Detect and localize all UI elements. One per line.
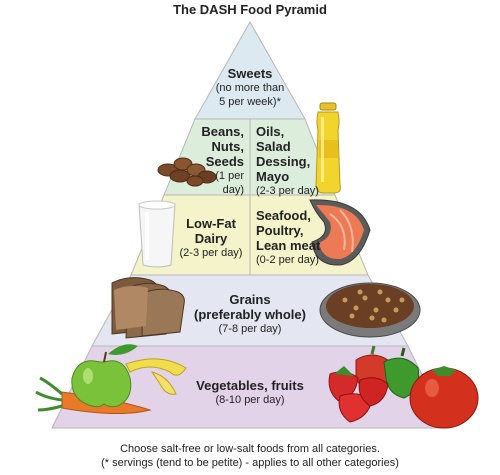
beans-name-1: Beans,: [201, 124, 244, 139]
label-grains: Grains (preferably whole) (7-8 per day): [185, 292, 315, 336]
bread-icon: [111, 277, 185, 339]
sweets-detail-1: (no more than: [215, 82, 285, 94]
beans-bowl-icon: [319, 282, 421, 338]
label-oils: Oils, Salad Dessing, Mayo (2-3 per day): [256, 124, 322, 198]
label-vegetables: Vegetables, fruits (8-10 per day): [180, 378, 320, 407]
beans-detail-1: (1 per: [215, 170, 244, 182]
label-beans: Beans, Nuts, Seeds (1 per day): [196, 124, 244, 197]
tomato-icon: [409, 366, 479, 429]
sweets-name: Sweets: [227, 66, 273, 81]
oils-name-2: Salad: [256, 139, 291, 154]
grains-name-2: (preferably whole): [194, 307, 306, 322]
vegetables-name: Vegetables, fruits: [196, 378, 304, 393]
oil-bottle-icon: [315, 102, 341, 194]
vegetables-detail: (8-10 per day): [215, 394, 285, 406]
nuts-icon: [157, 157, 217, 187]
footer-line-1: Choose salt-free or low-salt foods from …: [120, 443, 380, 455]
label-dairy: Low-Fat Dairy (2-3 per day): [176, 216, 246, 260]
seafood-detail: (0-2 per day): [256, 254, 319, 266]
dairy-name-2: Dairy: [194, 231, 228, 246]
diagram-title: The DASH Food Pyramid: [173, 2, 327, 17]
sweets-detail-2: 5 per week)*: [219, 96, 281, 108]
beans-detail-2: day): [222, 184, 244, 196]
oils-name-1: Oils,: [256, 124, 285, 139]
beans-name-2: Nuts,: [211, 139, 245, 154]
seafood-name-1: Seafood,: [256, 208, 311, 223]
strawberry-icon: [328, 366, 389, 423]
oils-name-4: Mayo: [256, 169, 290, 184]
footer-note: Choose salt-free or low-salt foods from …: [0, 442, 500, 470]
milk-glass-icon: [138, 200, 176, 268]
apple-icon: [71, 344, 138, 408]
oils-name-3: Dessing,: [256, 154, 311, 169]
label-sweets: Sweets (no more than 5 per week)*: [195, 66, 305, 109]
footer-line-2: (* servings (tend to be petite) - applie…: [101, 457, 399, 469]
banana-icon: [125, 358, 187, 395]
oils-detail: (2-3 per day): [256, 185, 319, 197]
label-seafood: Seafood, Poultry, Lean meat (0-2 per day…: [256, 208, 326, 267]
dairy-name-1: Low-Fat: [186, 216, 236, 231]
salmon-steak-icon: [309, 199, 371, 266]
beans-name-3: Seeds: [205, 154, 244, 169]
seafood-name-2: Poultry,: [256, 223, 304, 238]
seafood-name-3: Lean meat: [256, 238, 321, 253]
grains-detail: (7-8 per day): [218, 323, 282, 335]
grains-name-1: Grains: [229, 292, 271, 307]
dairy-detail: (2-3 per day): [179, 247, 243, 259]
